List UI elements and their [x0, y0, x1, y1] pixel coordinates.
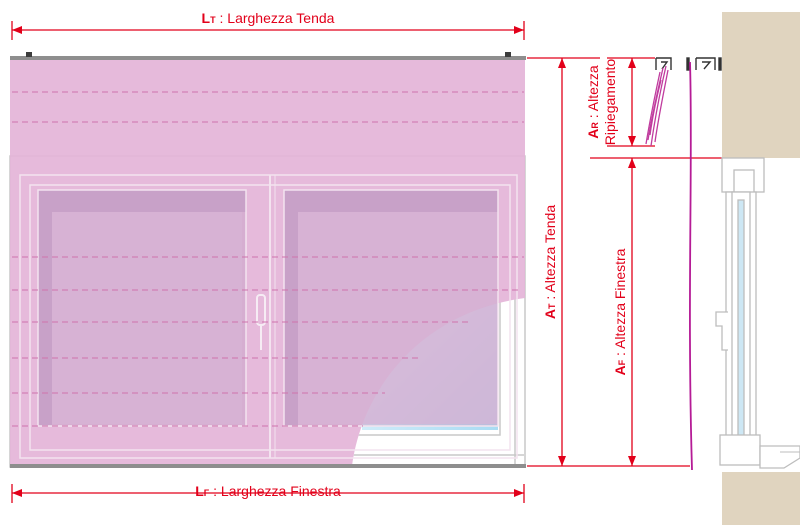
front-view [9, 52, 526, 468]
folded-bundle [645, 65, 669, 147]
bracket-left [26, 52, 32, 57]
window-handle [256, 294, 266, 350]
bracket-right [505, 52, 511, 57]
window-sill [759, 445, 800, 469]
label-lf: LF : Larghezza Finestra [195, 483, 341, 499]
dimension-arrows [12, 26, 636, 497]
curtain-side-line [689, 61, 693, 471]
dimension-lines [11, 21, 740, 503]
label-af: AF : Altezza Finestra [612, 248, 628, 375]
headrail [10, 56, 526, 60]
label-at: AT : Altezza Tenda [542, 205, 558, 319]
window-profile [719, 191, 761, 466]
wall-lower [722, 472, 800, 525]
rail-brackets [655, 57, 722, 71]
left-sash [37, 189, 247, 427]
bottom-bar [10, 464, 526, 468]
label-lt: LT : Larghezza Tenda [202, 10, 335, 26]
label-ar: AR : Altezza Ripiegamento [585, 59, 618, 146]
right-sash [283, 189, 499, 427]
side-view [645, 12, 800, 525]
wall-upper [722, 12, 800, 158]
fold-lines [12, 91, 524, 427]
svg-text:AR : Altezza: AR : Altezza [585, 65, 601, 139]
label-ar-line2: Ripiegamento [602, 59, 618, 146]
side-handle [715, 311, 728, 351]
